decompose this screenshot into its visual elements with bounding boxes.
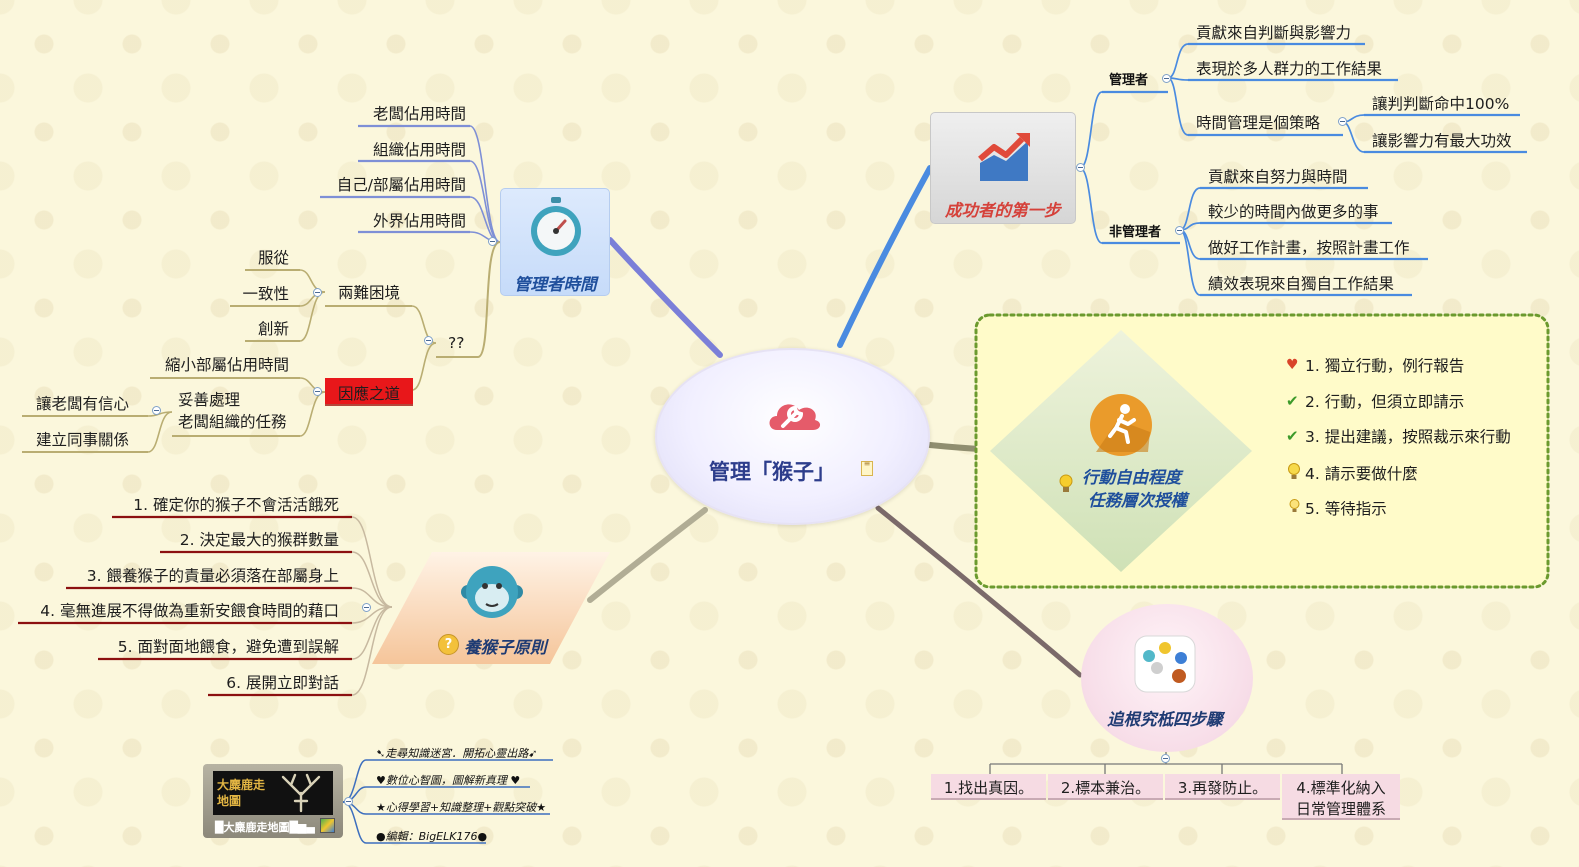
logo-caption: █大麋鹿走地圖█▆▄	[215, 821, 315, 834]
bulb-icon	[1288, 463, 1300, 479]
manager-time-item[interactable]: 組織佔用時間	[372, 141, 466, 159]
dilemma-item[interactable]: 創新	[257, 320, 289, 338]
freedom-title-line1: 行動自由程度	[1082, 468, 1181, 487]
manager-time-title: 管理者時間	[514, 275, 597, 294]
manager-item[interactable]: 貢獻來自判斷與影響力	[1196, 24, 1352, 42]
response-item[interactable]: 縮小部屬佔用時間	[164, 356, 289, 374]
success-topic[interactable]: 成功者的第一步	[930, 112, 1076, 224]
wrench-cloud-icon	[769, 404, 821, 430]
monkey-icon	[461, 566, 523, 618]
collapse-toggle-handle[interactable]	[152, 406, 161, 415]
manager-item[interactable]: 表現於多人群力的工作結果	[1196, 60, 1383, 78]
collapse-toggle-non-manager[interactable]	[1175, 226, 1184, 235]
collapse-toggle-credit[interactable]	[344, 797, 353, 806]
rising-chart-icon	[978, 133, 1030, 181]
credit-line[interactable]: ★心得學習+知識整理+觀點突破★	[376, 801, 547, 814]
credit-logo[interactable]: 大麋鹿走地圖 █大麋鹿走地圖█▆▄	[203, 764, 343, 838]
non-manager-item[interactable]: 做好工作計畫，按照計畫工作	[1208, 239, 1410, 257]
freedom-item[interactable]: 5. 等待指示	[1305, 500, 1387, 518]
manager-time-item[interactable]: 外界佔用時間	[372, 212, 466, 230]
collapse-toggle-response[interactable]	[313, 387, 322, 396]
question-icon: ?	[438, 634, 459, 655]
monkey-rule-item[interactable]: 5. 面對面地餵食，避免遭到誤解	[117, 638, 339, 656]
freedom-item[interactable]: 2. 行動，但須立即請示	[1305, 393, 1465, 411]
monkey-rules-topic[interactable]: ? 養猴子原則	[372, 552, 610, 664]
response-topic[interactable]: 因應之道	[325, 378, 413, 406]
monkey-rule-item[interactable]: 6. 展開立即對話	[226, 674, 339, 692]
monkey-rule-item[interactable]: 3. 餵養猴子的責量必須落在部屬身上	[86, 567, 339, 585]
monkey-rule-item[interactable]: 2. 決定最大的猴群數量	[179, 531, 339, 549]
monkey-rule-item[interactable]: 1. 確定你的猴子不會活活餓死	[133, 496, 339, 514]
collapse-toggle-manager[interactable]	[1162, 74, 1171, 83]
freedom-item[interactable]: 3. 提出建議，按照裁示來行動	[1305, 428, 1511, 446]
handle-item[interactable]: 建立同事關係	[35, 431, 129, 449]
center-topic[interactable]: 管理「猴子」 ≡	[655, 348, 930, 525]
collapse-toggle-root-cause[interactable]	[1161, 754, 1170, 763]
bulb-icon	[1059, 474, 1073, 492]
root-cause-step[interactable]: 4.標準化納入 日常管理體系	[1282, 774, 1400, 820]
root-cause-step[interactable]: 1.找出真因。	[931, 774, 1046, 800]
freedom-item[interactable]: 4. 請示要做什麼	[1305, 465, 1418, 483]
stopwatch-icon	[531, 197, 581, 256]
root-cause-step[interactable]: 3.再發防止。	[1165, 774, 1280, 800]
collapse-toggle-strategy[interactable]	[1338, 117, 1347, 126]
check-icon: ✔	[1286, 392, 1299, 410]
strategy-item[interactable]: 讓影響力有最大功效	[1372, 132, 1512, 150]
check-icon: ✔	[1286, 427, 1299, 445]
dilemma-topic[interactable]: 兩難困境	[338, 284, 401, 302]
non-manager-topic[interactable]: 非管理者	[1109, 225, 1162, 240]
collapse-toggle-qq[interactable]	[424, 336, 433, 345]
handle-item[interactable]: 讓老闆有信心	[35, 395, 129, 413]
non-manager-item[interactable]: 績效表現來自獨自工作結果	[1208, 275, 1395, 293]
freedom-title-line2: 任務層次授權	[1088, 491, 1187, 510]
collapse-toggle-success[interactable]	[1076, 163, 1085, 172]
palette-icon	[1134, 635, 1196, 693]
credit-line[interactable]: ♥數位心智圖，圖解新真理 ♥	[376, 774, 521, 787]
strategy-item[interactable]: 讓判判斷命中100%	[1372, 95, 1510, 113]
non-manager-item[interactable]: 較少的時間內做更多的事	[1208, 203, 1379, 221]
root-cause-topic[interactable]: 追根究柢四步驟	[1081, 604, 1253, 752]
center-title: 管理「猴子」	[709, 460, 835, 484]
dilemma-item[interactable]: 服從	[257, 249, 289, 267]
collapse-toggle-dilemma[interactable]	[313, 288, 322, 297]
collapse-toggle-manager-time[interactable]	[488, 237, 497, 246]
heart-icon: ♥	[1286, 357, 1299, 373]
monkey-rules-title: 養猴子原則	[464, 638, 547, 657]
logo-picture: 大麋鹿走地圖	[213, 771, 333, 815]
root-cause-step[interactable]: 2.標本兼治。	[1048, 774, 1163, 800]
qq-topic[interactable]: ??	[448, 334, 465, 352]
strategy-topic[interactable]: 時間管理是個策略	[1196, 114, 1321, 132]
non-manager-item[interactable]: 貢獻來自努力與時間	[1208, 168, 1348, 186]
elk-icon	[281, 773, 321, 813]
note-icon[interactable]: ≡	[861, 460, 873, 476]
manager-time-topic[interactable]: 管理者時間	[500, 188, 610, 296]
handle-topic-line2[interactable]: 老闆組織的任務	[178, 413, 287, 431]
dilemma-item[interactable]: 一致性	[242, 285, 289, 303]
manager-topic[interactable]: 管理者	[1109, 73, 1149, 88]
running-man-icon	[1090, 394, 1152, 456]
success-title: 成功者的第一步	[945, 201, 1061, 220]
root-cause-title: 追根究柢四步驟	[1107, 710, 1223, 729]
logo-badge-icon	[320, 818, 335, 833]
monkey-rule-item[interactable]: 4. 毫無進展不得做為重新安餵食時間的藉口	[40, 602, 339, 620]
credit-line[interactable]: ●編輯：BigELK176●	[376, 830, 488, 843]
freedom-topic[interactable]: 行動自由程度 任務層次授權	[990, 330, 1252, 572]
handle-topic-line1[interactable]: 妥善處理	[178, 391, 241, 409]
bulb-icon	[1289, 499, 1300, 512]
manager-time-item[interactable]: 老闆佔用時間	[372, 105, 466, 123]
freedom-item[interactable]: 1. 獨立行動，例行報告	[1305, 357, 1465, 375]
credit-line[interactable]: ➷走尋知識迷宮．開拓心靈出路➹	[376, 747, 538, 760]
collapse-toggle-monkey[interactable]	[362, 603, 371, 612]
manager-time-item[interactable]: 自己/部屬佔用時間	[336, 176, 466, 194]
